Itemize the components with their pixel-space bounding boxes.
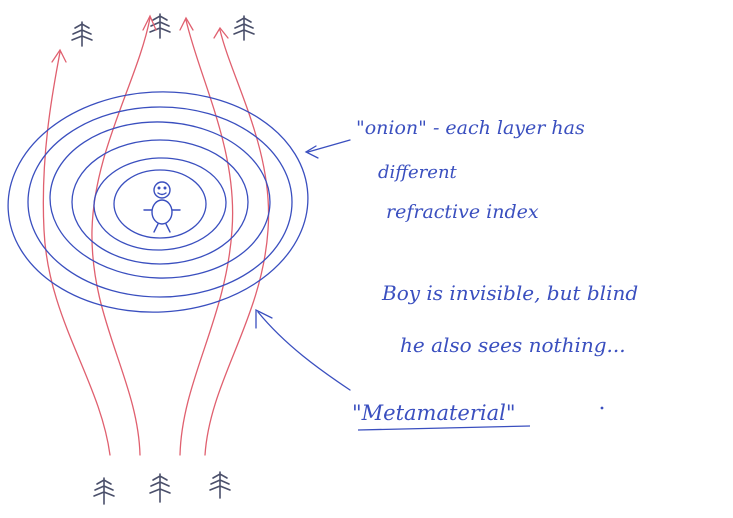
light-ray [180,20,233,455]
light-ray [43,52,110,455]
tree-icon [150,474,170,502]
tree-icon [72,22,92,46]
light-rays [43,18,268,455]
boy-label-line1: Boy is invisible, but blind [381,281,638,305]
light-ray [205,30,269,455]
onion-label-line3: refractive index [386,201,539,223]
tree-icon [210,472,230,498]
onion-pointer [306,140,350,158]
boy-figure [144,182,180,232]
arrow-icon [258,312,350,390]
metamaterial-pointer [256,310,350,390]
metamaterial-underline [358,426,530,430]
onion-label-line2: different [378,162,458,183]
arrow-icon [308,140,350,152]
tree-icon [150,14,170,38]
onion-layer [28,107,292,297]
tree-icon [234,16,254,40]
tree-icon [94,478,114,504]
onion-label-line1: "onion" - each layer has [356,117,585,139]
metamaterial-label: "Metamaterial" [352,401,516,425]
ink-dot [601,407,604,410]
onion-layer [114,170,206,238]
light-ray [92,18,150,455]
top-trees [72,14,254,46]
boy-label-line2: he also sees nothing... [400,333,626,357]
bottom-trees [94,472,230,504]
